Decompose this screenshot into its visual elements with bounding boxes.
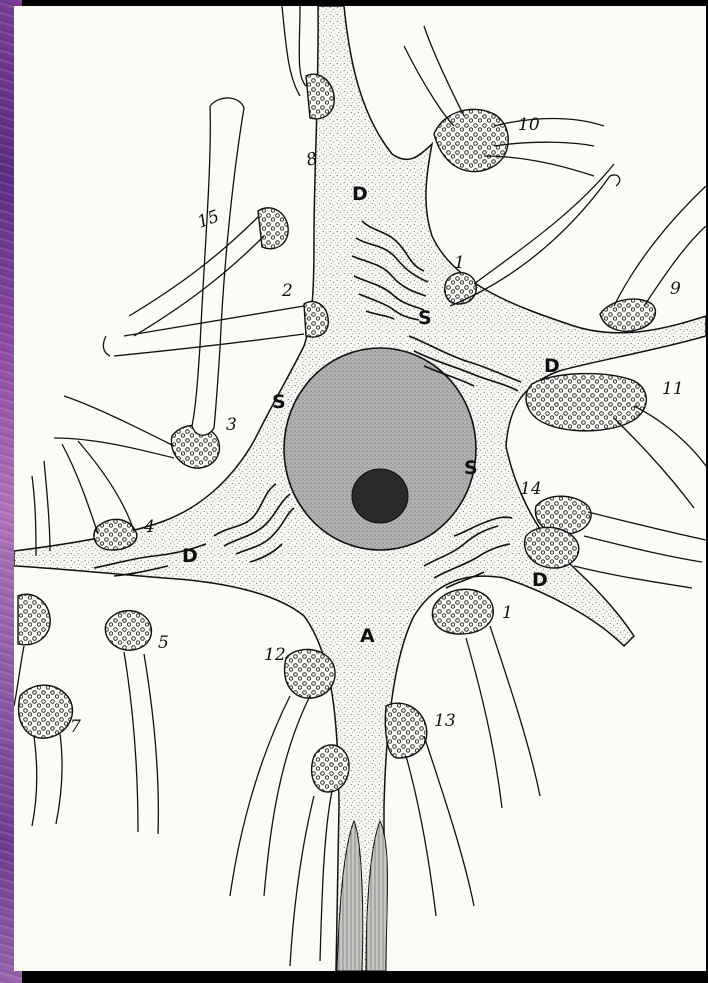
bouton-4 [94, 519, 137, 550]
label-s-right: S [464, 457, 478, 479]
label-4: 4 [143, 517, 155, 537]
label-d-top: D [352, 183, 368, 205]
bouton-15 [258, 208, 288, 249]
label-12: 12 [264, 645, 286, 665]
label-1-top: 1 [454, 253, 465, 273]
label-14: 14 [520, 479, 542, 499]
bouton-10 [434, 109, 508, 171]
label-13: 13 [434, 711, 456, 731]
label-1-bottom: 1 [502, 603, 513, 623]
bouton-13 [385, 703, 426, 758]
bouton-7 [19, 685, 73, 738]
nucleolus [352, 469, 408, 523]
label-3: 3 [226, 415, 237, 435]
bouton-5 [105, 611, 151, 651]
neuron-diagram: 10 8 15 2 1 9 11 3 4 14 1 5 12 13 7 D D … [14, 6, 706, 971]
label-d-lower-right: D [532, 569, 548, 591]
bouton-1-top [445, 273, 477, 304]
label-5: 5 [158, 633, 169, 653]
bouton-1-lower [432, 589, 493, 634]
bouton-9 [600, 299, 655, 331]
label-d-left: D [182, 545, 198, 567]
bouton-12 [285, 649, 335, 698]
neuron-illustration-plate: 10 8 15 2 1 9 11 3 4 14 1 5 12 13 7 D D … [14, 6, 706, 971]
bouton-lower-axon [312, 745, 349, 792]
label-2: 2 [281, 281, 293, 301]
label-7: 7 [70, 717, 81, 737]
bouton-11 [526, 374, 646, 431]
label-10: 10 [518, 115, 540, 135]
bouton-far-left [18, 594, 50, 645]
label-d-right: D [544, 355, 560, 377]
label-11: 11 [662, 379, 684, 399]
label-s-top: S [418, 307, 432, 329]
label-9: 9 [670, 279, 681, 299]
label-s-left: S [272, 391, 286, 413]
label-a-axon: A [360, 625, 375, 647]
